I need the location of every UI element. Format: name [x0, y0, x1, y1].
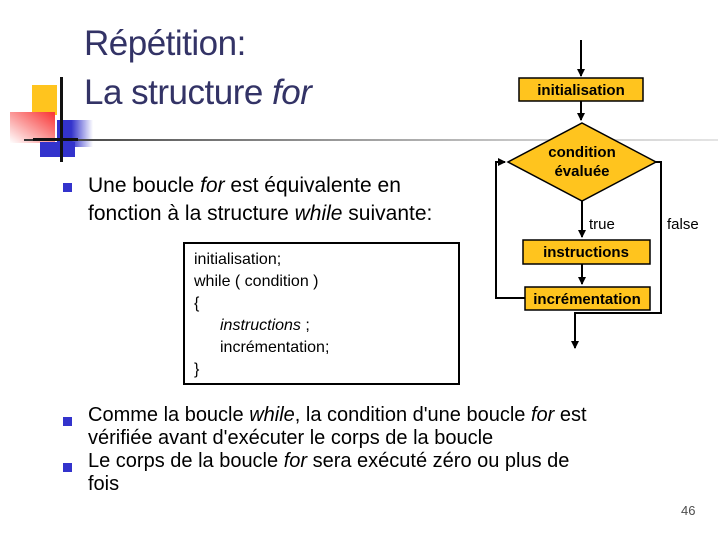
text-segment: La structure: [84, 73, 273, 112]
text-segment: est: [554, 404, 587, 426]
text-segment: while ( condition ): [194, 273, 319, 290]
text-segment: for: [530, 404, 555, 426]
incrementation-box-label: incrémentation: [533, 291, 641, 308]
text-segment: for: [283, 450, 308, 472]
code-line: while ( condition ): [194, 271, 458, 293]
text-line: Le corps de la boucle for sera exécuté z…: [88, 450, 713, 473]
text-line: Comme la boucle while, la condition d'un…: [88, 404, 713, 427]
deco-blue-small-square: [40, 142, 75, 157]
arrow-loop-back: [495, 158, 525, 299]
text-segment: initialisation;: [194, 251, 282, 268]
bullet-text-zero-or-more: Le corps de la boucle for sera exécuté z…: [88, 450, 713, 496]
code-line: initialisation;: [194, 249, 458, 271]
text-segment: Une boucle: [88, 174, 201, 197]
text-segment: fonction à la structure: [88, 202, 295, 225]
text-segment: sera exécuté zéro ou plus de: [307, 450, 570, 472]
text-segment: est équivalente en: [224, 174, 401, 197]
true-label: true: [589, 216, 615, 233]
deco-horizontal-line: [33, 138, 78, 141]
code-line: incrémentation;: [194, 337, 458, 359]
text-segment: incrémentation;: [220, 339, 330, 356]
arrow-false-branch: [571, 161, 662, 349]
condition-label-line2: évaluée: [554, 163, 609, 180]
deco-red-gradient-square: [10, 112, 55, 143]
bullet-text-condition-check: Comme la boucle while, la condition d'un…: [88, 404, 713, 450]
title-line-2: La structure for: [84, 68, 312, 117]
text-segment: vérifiée avant d'exécuter le corps de la…: [88, 427, 494, 449]
code-line: instructions ;: [194, 315, 458, 337]
code-line: }: [194, 359, 458, 381]
text-line: Une boucle for est équivalente en: [88, 172, 518, 200]
text-segment: Le corps de la boucle: [88, 450, 284, 472]
initialisation-box-label: initialisation: [537, 82, 625, 99]
instructions-box: [522, 239, 651, 265]
deco-vertical-line: [60, 77, 63, 162]
text-segment: fois: [88, 473, 120, 495]
bullet-marker: [63, 417, 72, 426]
text-line: vérifiée avant d'exécuter le corps de la…: [88, 427, 713, 450]
text-segment: suivante:: [342, 202, 433, 225]
deco-yellow-square: [32, 85, 57, 115]
text-segment: while: [294, 202, 343, 225]
title-line-1: Répétition:: [84, 24, 246, 63]
text-segment: for: [272, 73, 312, 112]
condition-diamond: [506, 122, 658, 202]
bullet-marker: [63, 463, 72, 472]
text-line: fois: [88, 473, 713, 496]
instructions-box-label: instructions: [543, 244, 629, 261]
text-line: fonction à la structure while suivante:: [88, 200, 518, 228]
false-label: false: [667, 216, 699, 233]
page-number: 46: [681, 503, 696, 518]
text-segment: }: [194, 361, 200, 378]
page-title: Répétition: La structure for: [84, 19, 312, 117]
bullet-marker: [63, 183, 72, 192]
code-line: {: [194, 293, 458, 315]
text-segment: Comme la boucle: [88, 404, 250, 426]
code-box: initialisation; while ( condition ) { instr…: [183, 242, 460, 385]
text-segment: for: [200, 174, 225, 197]
text-segment: ;: [300, 317, 310, 334]
title-divider-line: [24, 139, 718, 141]
text-segment: {: [194, 295, 200, 312]
text-segment: while: [249, 404, 295, 426]
text-segment: , la condition d'une boucle: [294, 404, 531, 426]
condition-label-line1: condition: [548, 144, 616, 161]
text-segment: instructions: [220, 317, 301, 334]
